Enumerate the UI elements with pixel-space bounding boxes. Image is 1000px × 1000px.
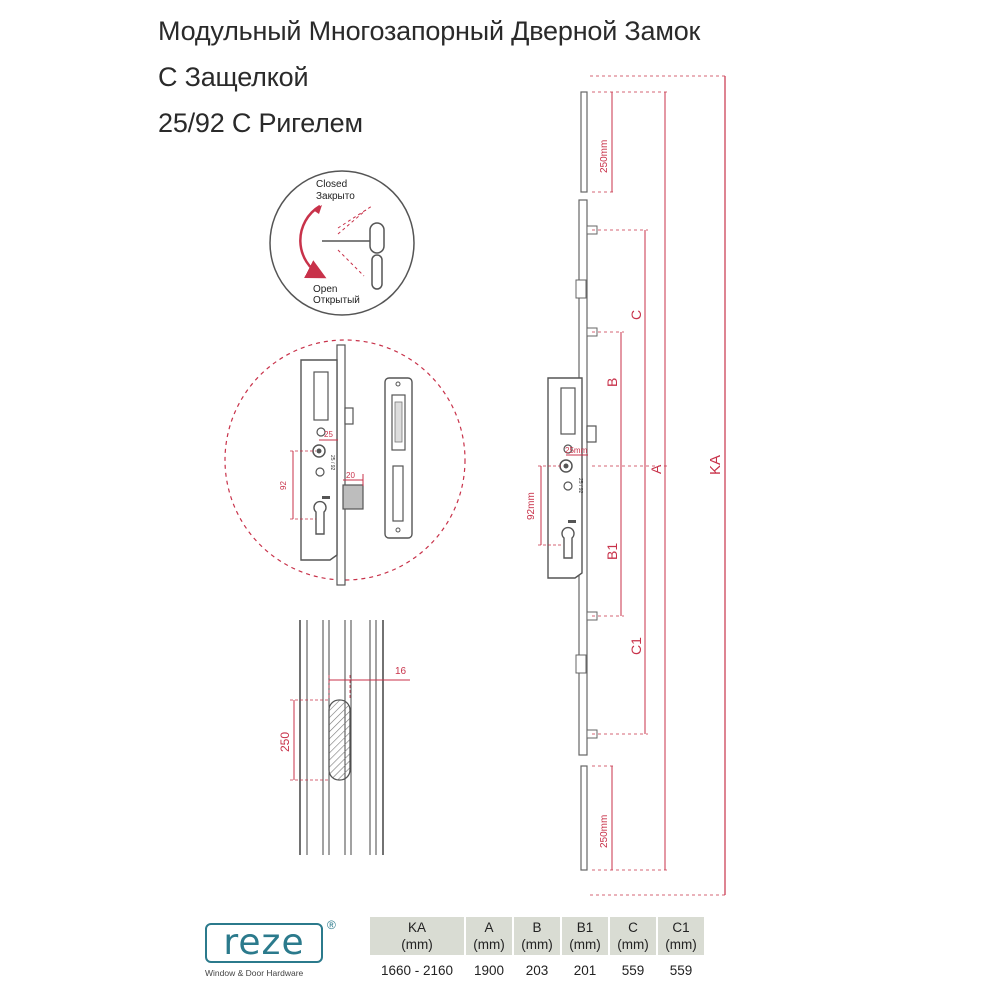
header-ka: KA(mm) [370, 917, 464, 955]
rotation-arrow-top [313, 205, 322, 214]
header-c1: C1(mm) [658, 917, 704, 955]
cell-c1: 559 [669, 963, 693, 978]
cell-ka: 1660 - 2160 [380, 963, 454, 978]
bolt-throw-label: 20 [346, 471, 355, 480]
top-extension-label: 250mm [599, 140, 610, 173]
faceplate [336, 344, 346, 586]
bottom-extension [580, 765, 588, 871]
slot-cutout [328, 699, 351, 781]
dim-ka: KA [707, 455, 724, 475]
height-label: 250 [278, 732, 292, 752]
rotation-detail: Closed Закрыто Open Открытый [269, 170, 415, 316]
width-label: 16 [395, 666, 407, 677]
cell-b1: 201 [573, 963, 597, 978]
backset-label: 25 [324, 430, 333, 439]
profile-detail: 16 250 [278, 620, 410, 855]
dim-c: C [628, 310, 644, 320]
header-c: C(mm) [610, 917, 656, 955]
top-extension [580, 91, 588, 193]
dimensions-table: KA(mm) A(mm) B(mm) B1(mm) C(mm) C1(mm) 1… [368, 915, 706, 980]
table-row: 1660 - 2160 1900 203 201 559 559 [370, 957, 704, 978]
deadbolt [342, 484, 364, 510]
table-header-row: KA(mm) A(mm) B(mm) B1(mm) C(mm) C1(mm) [370, 917, 704, 955]
plate-code: 25 / 92 [329, 455, 335, 471]
closed-ru-label: Закрыто [316, 191, 355, 202]
cylinder-cutout [313, 500, 327, 535]
bottom-extension-label: 250mm [599, 815, 610, 848]
brand-logo: reze ® Window & Door Hardware [200, 918, 340, 988]
dim-a: A [648, 464, 664, 474]
full-lock: KA 250mm 25 / 92 25mm 92mm [526, 75, 728, 896]
rotation-arc [299, 204, 327, 279]
dim-b1: B1 [604, 543, 620, 560]
closed-en-label: Closed [316, 179, 347, 190]
header-a: A(mm) [466, 917, 512, 955]
central-backset-label: 25mm [565, 446, 588, 455]
cell-b: 203 [525, 963, 549, 978]
open-ru-label: Открытый [313, 295, 360, 306]
lock-detail: 25 / 92 25 92 20 [224, 339, 466, 586]
open-en-label: Open [313, 284, 337, 295]
header-b: B(mm) [514, 917, 560, 955]
page-title: Модульный Многозапорный Дверной Замок С … [158, 8, 700, 146]
cell-a: 1900 [473, 963, 505, 978]
title-line-2: С Защелкой [158, 62, 309, 92]
title-line-1: Модульный Многозапорный Дверной Замок [158, 16, 701, 46]
cylinder [371, 254, 383, 290]
central-center-distance-label: 92mm [526, 492, 537, 520]
logo-tagline: Window & Door Hardware [205, 968, 304, 978]
center-distance-label: 92 [279, 481, 288, 490]
latch-slot [313, 371, 329, 421]
cell-c: 559 [621, 963, 645, 978]
dim-b: B [604, 378, 620, 387]
dim-c1: C1 [628, 637, 644, 655]
latch-bolt [344, 407, 354, 425]
title-line-3: 25/92 С Ригелем [158, 108, 363, 138]
key-head [369, 222, 385, 254]
header-b1: B1(mm) [562, 917, 608, 955]
central-plate-code: 25 / 92 [577, 478, 583, 494]
logo-wordmark: reze [205, 923, 323, 963]
registered-mark: ® [327, 918, 336, 932]
lock-detail-circle [224, 339, 466, 581]
